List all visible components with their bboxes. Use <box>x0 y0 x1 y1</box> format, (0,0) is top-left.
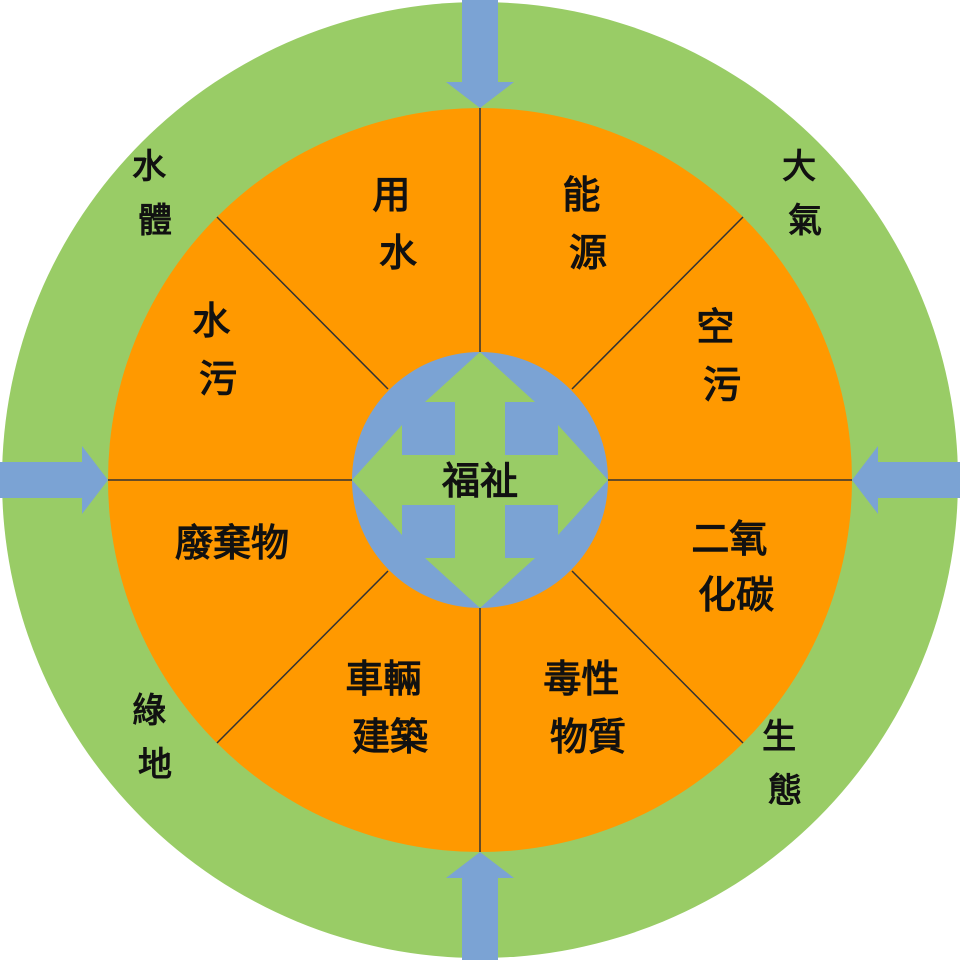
arrow-up-icon <box>446 852 514 960</box>
outer-label-line: 綠 <box>132 691 166 731</box>
sector-dividers <box>108 108 852 852</box>
sector-label-line: 污 <box>703 363 741 407</box>
sector-label-line: 能 <box>562 173 600 217</box>
sector-label-toxic: 毒性 物質 <box>543 657 632 759</box>
sector-label-line: 物質 <box>550 715 626 759</box>
divider-line <box>216 216 389 390</box>
outer-label-water-body: 水 體 <box>132 147 178 241</box>
outer-label-line: 態 <box>768 771 802 811</box>
outer-labels: 水 體 大 氣 生 態 綠 地 <box>132 147 828 811</box>
sector-label-line: 用 <box>372 173 410 217</box>
outer-label-ecology: 生 態 <box>762 717 808 811</box>
sector-label-waste: 廢棄物 <box>175 521 289 565</box>
center-label: 福祉 <box>441 459 518 503</box>
divider-line <box>216 570 389 744</box>
sector-label-line: 水 <box>192 299 231 343</box>
outer-label-line: 氣 <box>788 201 822 241</box>
outer-label-line: 體 <box>138 201 172 241</box>
sector-label-line: 車輛 <box>345 657 421 701</box>
divider-line <box>571 216 744 390</box>
outer-label-line: 地 <box>138 745 172 785</box>
sector-label-line: 空 <box>696 305 734 349</box>
arrow-left-icon <box>852 446 960 514</box>
sector-label-energy: 能 源 <box>562 173 613 275</box>
arrow-right-icon <box>0 446 108 514</box>
sector-label-line: 水 <box>379 231 418 275</box>
four-way-arrow-icon <box>352 352 608 608</box>
sector-label-line: 二氧 <box>691 517 767 561</box>
sector-label-vehicles: 車輛 建築 <box>345 657 434 759</box>
divider-line <box>571 570 744 744</box>
sector-label-water-pollution: 水 污 <box>192 299 243 401</box>
sector-label-water-use: 用 水 <box>372 173 423 275</box>
outer-label-line: 大 <box>782 147 816 187</box>
sector-labels: 用 水 能 源 空 污 二氧 化碳 毒性 物質 車輛 建築 廢棄物 水 污 <box>175 173 780 759</box>
sector-label-line: 化碳 <box>698 573 775 617</box>
sector-label-line: 污 <box>199 357 237 401</box>
sector-label-co2: 二氧 化碳 <box>691 517 780 617</box>
sector-label-line: 建築 <box>352 715 429 759</box>
outer-label-atmosphere: 大 氣 <box>782 147 828 241</box>
outer-label-line: 生 <box>762 717 796 757</box>
sector-label-air-pollution: 空 污 <box>696 305 747 407</box>
sector-label-line: 廢棄物 <box>175 521 289 565</box>
sector-label-line: 毒性 <box>543 657 619 701</box>
outer-label-line: 水 <box>132 147 167 187</box>
outer-label-green-land: 綠 地 <box>132 691 178 785</box>
arrow-down-icon <box>446 0 514 108</box>
sector-label-line: 源 <box>569 231 607 275</box>
